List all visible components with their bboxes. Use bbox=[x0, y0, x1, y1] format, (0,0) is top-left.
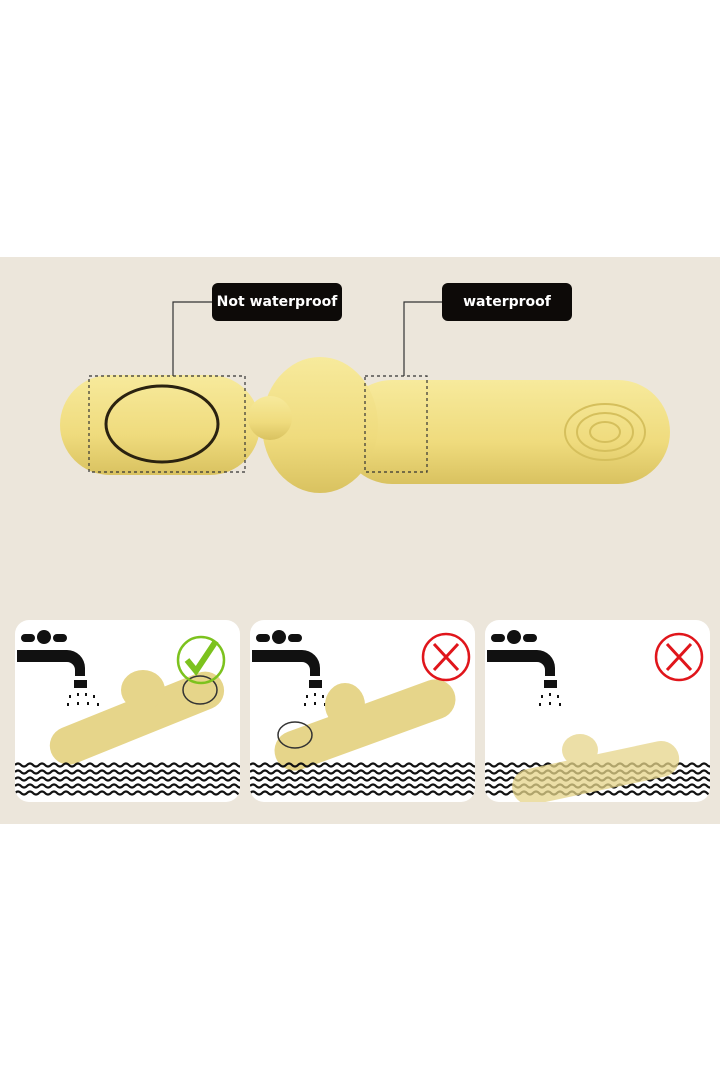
product-image bbox=[274, 679, 456, 771]
product-image bbox=[49, 670, 225, 765]
product-image bbox=[60, 357, 670, 493]
panel-tilt-not-ok bbox=[250, 620, 475, 802]
faucet-icon bbox=[17, 630, 87, 688]
water-waves bbox=[250, 762, 475, 796]
water-waves bbox=[15, 762, 240, 796]
water-drops-icon bbox=[67, 693, 99, 706]
product-image bbox=[512, 734, 680, 802]
panel-submerge-not-ok bbox=[485, 620, 710, 802]
water-drops-icon bbox=[304, 693, 326, 706]
not-waterproof-label: Not waterproof bbox=[212, 283, 342, 321]
faucet-icon bbox=[487, 630, 557, 688]
faucet-icon bbox=[252, 630, 322, 688]
waterproof-label: waterproof bbox=[442, 283, 572, 321]
check-circle-icon bbox=[176, 635, 226, 685]
water-drops-icon bbox=[539, 693, 561, 706]
callout-lines bbox=[88, 301, 442, 473]
product-diagram bbox=[60, 301, 670, 493]
panel-rinse-ok bbox=[15, 620, 240, 802]
x-circle-icon bbox=[654, 632, 704, 682]
x-circle-icon bbox=[421, 632, 471, 682]
